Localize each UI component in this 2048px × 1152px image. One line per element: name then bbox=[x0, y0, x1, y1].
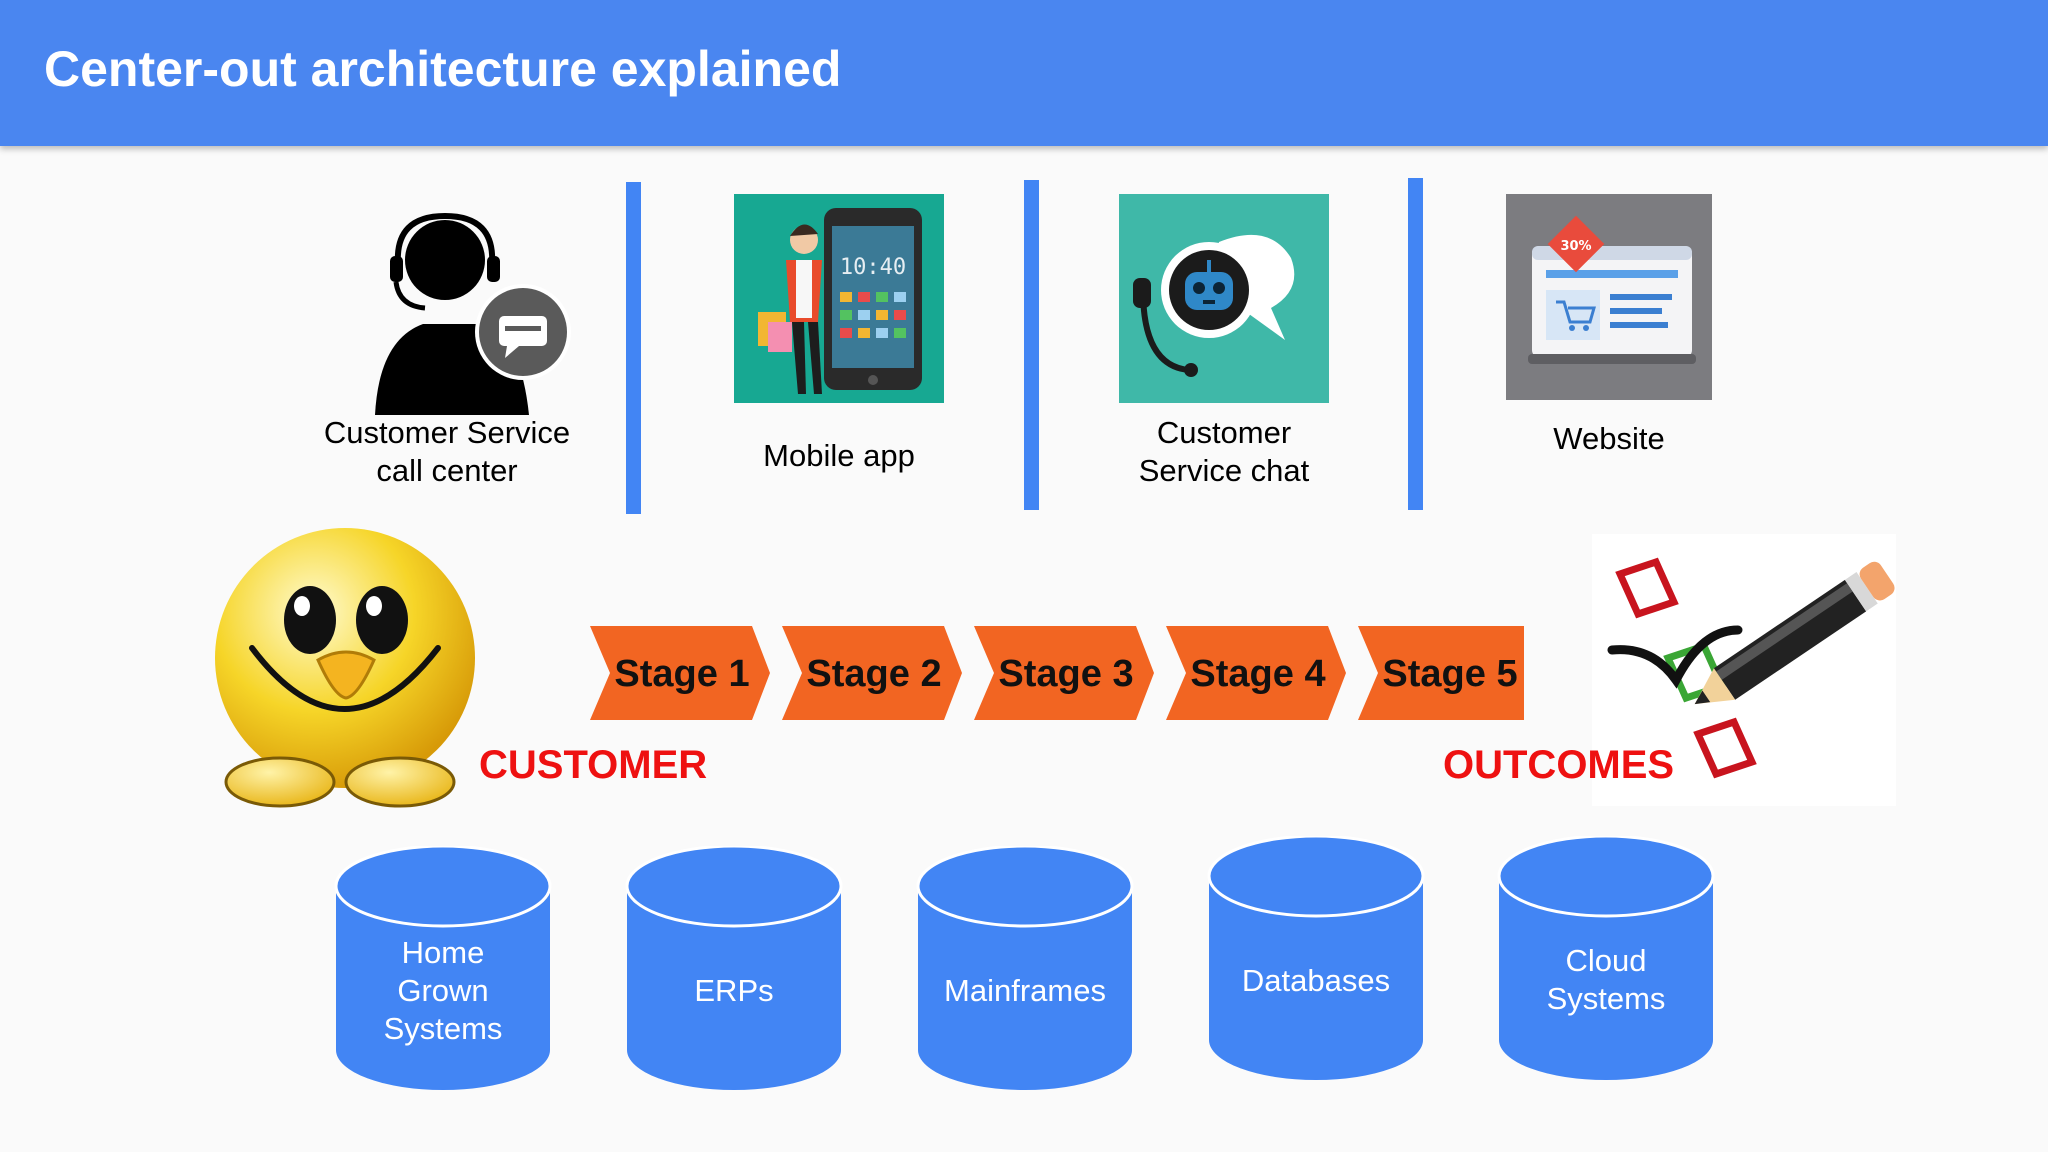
system-database-cloud: Cloud Systems bbox=[1497, 834, 1715, 1084]
system-database-home-grown: Home Grown Systems bbox=[334, 844, 552, 1094]
svg-text:Stage 1: Stage 1 bbox=[614, 653, 749, 695]
svg-text:Stage 3: Stage 3 bbox=[998, 653, 1133, 695]
database-cylinder-icon bbox=[625, 844, 843, 1090]
channel-label-call-center: Customer Service call center bbox=[323, 415, 571, 488]
page-title: Center-out architecture explained bbox=[44, 41, 842, 97]
database-cylinder-icon bbox=[334, 844, 552, 1090]
chatbot-icon bbox=[1119, 194, 1329, 403]
svg-text:Stage 5: Stage 5 bbox=[1382, 653, 1517, 695]
channel-label-mobile-app: Mobile app bbox=[763, 438, 915, 473]
stage-pipeline: Stage 1 Stage 2 Stage 3 Stage 4 Stage 5 bbox=[590, 626, 1524, 720]
stage-arrow: Stage 3 bbox=[974, 626, 1154, 720]
channel-divider bbox=[1408, 178, 1423, 510]
outcomes-label: OUTCOMES bbox=[1443, 743, 1675, 787]
database-cylinder-icon bbox=[916, 844, 1134, 1090]
channel-divider bbox=[626, 182, 641, 514]
stage-arrow: Stage 1 bbox=[590, 626, 770, 720]
system-database-erps: ERPs bbox=[625, 844, 843, 1094]
checklist-pencil-icon bbox=[1592, 534, 1896, 806]
customer-smiley-icon bbox=[215, 528, 475, 808]
database-cylinder-icon bbox=[1497, 834, 1715, 1080]
mobile-app-icon: 10:40 bbox=[734, 194, 944, 403]
stage-arrow: Stage 4 bbox=[1166, 626, 1346, 720]
call-center-agent-icon bbox=[375, 212, 571, 415]
discount-badge: 30% bbox=[1560, 239, 1591, 254]
channel-label-website: Website bbox=[1553, 421, 1665, 456]
svg-text:10:40: 10:40 bbox=[840, 255, 906, 280]
channel-label-chat: Customer Service chat bbox=[1138, 415, 1310, 488]
customer-label: CUSTOMER bbox=[479, 743, 708, 787]
header-bar: Center-out architecture explained bbox=[0, 0, 2048, 146]
channel-divider bbox=[1024, 180, 1039, 510]
system-database-databases: Databases bbox=[1207, 834, 1425, 1084]
stage-arrow: Stage 5 bbox=[1358, 626, 1524, 720]
database-cylinder-icon bbox=[1207, 834, 1425, 1080]
stage-arrow: Stage 2 bbox=[782, 626, 962, 720]
system-database-mainframes: Mainframes bbox=[916, 844, 1134, 1094]
svg-text:Stage 4: Stage 4 bbox=[1190, 653, 1325, 695]
svg-text:Stage 2: Stage 2 bbox=[806, 653, 941, 695]
website-icon: 30% bbox=[1506, 194, 1712, 400]
